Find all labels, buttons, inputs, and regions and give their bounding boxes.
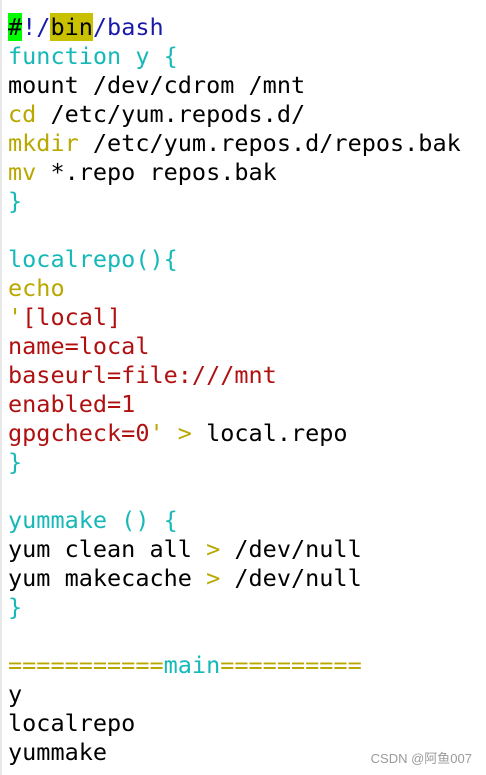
code-line: cd /etc/yum.repods.d/ xyxy=(8,100,305,129)
code-token: *.repo repos.bak xyxy=(36,158,277,186)
code-token: ========== xyxy=(220,651,362,679)
code-token: cd xyxy=(8,100,37,128)
code-token: ' xyxy=(149,419,164,447)
text-cursor: # xyxy=(8,13,23,41)
code-token: /dev/null xyxy=(220,535,362,563)
code-token: mv xyxy=(8,158,37,186)
code-token: main xyxy=(163,651,221,679)
code-line: baseurl=file:///mnt xyxy=(8,361,277,390)
code-line: localrepo(){ xyxy=(8,245,178,274)
code-token: } xyxy=(8,187,23,215)
code-token: > xyxy=(177,419,192,447)
code-token: yummake () { xyxy=(8,506,178,534)
code-line: yummake xyxy=(8,738,107,767)
code-token: echo xyxy=(8,274,65,302)
code-line: } xyxy=(8,448,22,477)
code-token: } xyxy=(8,593,23,621)
code-token: /etc/yum.repos.d/repos.bak xyxy=(78,129,461,157)
code-token: /dev/null xyxy=(220,564,362,592)
code-line: yum clean all > /dev/null xyxy=(8,535,362,564)
code-line: echo xyxy=(8,274,65,303)
code-line: } xyxy=(8,593,22,622)
code-token xyxy=(164,419,178,447)
code-line: } xyxy=(8,187,22,216)
code-token: localrepo xyxy=(8,709,136,737)
code-line: y xyxy=(8,680,22,709)
code-token: function y { xyxy=(8,42,178,70)
code-token: enabled=1 xyxy=(8,390,136,418)
code-line: enabled=1 xyxy=(8,390,135,419)
code-token: localrepo(){ xyxy=(8,245,178,273)
code-token: gpgcheck=0 xyxy=(8,419,150,447)
code-line: #!/bin/bash xyxy=(8,13,164,42)
code-token: y xyxy=(8,680,23,708)
code-line: '[local] xyxy=(8,303,121,332)
code-token: yummake xyxy=(8,738,108,766)
code-line: name=local xyxy=(8,332,149,361)
code-token: name=local xyxy=(8,332,150,360)
code-line: mv *.repo repos.bak xyxy=(8,158,277,187)
code-line: mount /dev/cdrom /mnt xyxy=(8,71,305,100)
code-token: =========== xyxy=(8,651,164,679)
code-line: mkdir /etc/yum.repos.d/repos.bak xyxy=(8,129,461,158)
code-token: } xyxy=(8,448,23,476)
editor-left-border xyxy=(0,0,2,775)
code-token: local.repo xyxy=(191,419,348,447)
code-token: mount /dev/cdrom /mnt xyxy=(8,71,306,99)
code-line: yum makecache > /dev/null xyxy=(8,564,362,593)
code-line: function y { xyxy=(8,42,178,71)
code-line: yummake () { xyxy=(8,506,178,535)
code-token: mkdir xyxy=(8,129,79,157)
code-token: baseurl=file:///mnt xyxy=(8,361,277,389)
code-line: localrepo xyxy=(8,709,135,738)
code-token: > xyxy=(206,564,221,592)
code-token: > xyxy=(206,535,221,563)
code-token: /bash xyxy=(92,13,164,41)
search-highlight: bin xyxy=(50,13,93,41)
csdn-watermark: CSDN @阿鱼007 xyxy=(370,751,472,766)
code-line: ===========main========== xyxy=(8,651,362,680)
code-token: yum makecache xyxy=(8,564,207,592)
code-token: yum clean all xyxy=(8,535,207,563)
code-token: [local] xyxy=(22,303,122,331)
code-line: gpgcheck=0' > local.repo xyxy=(8,419,348,448)
code-token: !/ xyxy=(22,13,51,41)
code-token: /etc/yum.repods.d/ xyxy=(36,100,306,128)
code-token: ' xyxy=(8,303,23,331)
